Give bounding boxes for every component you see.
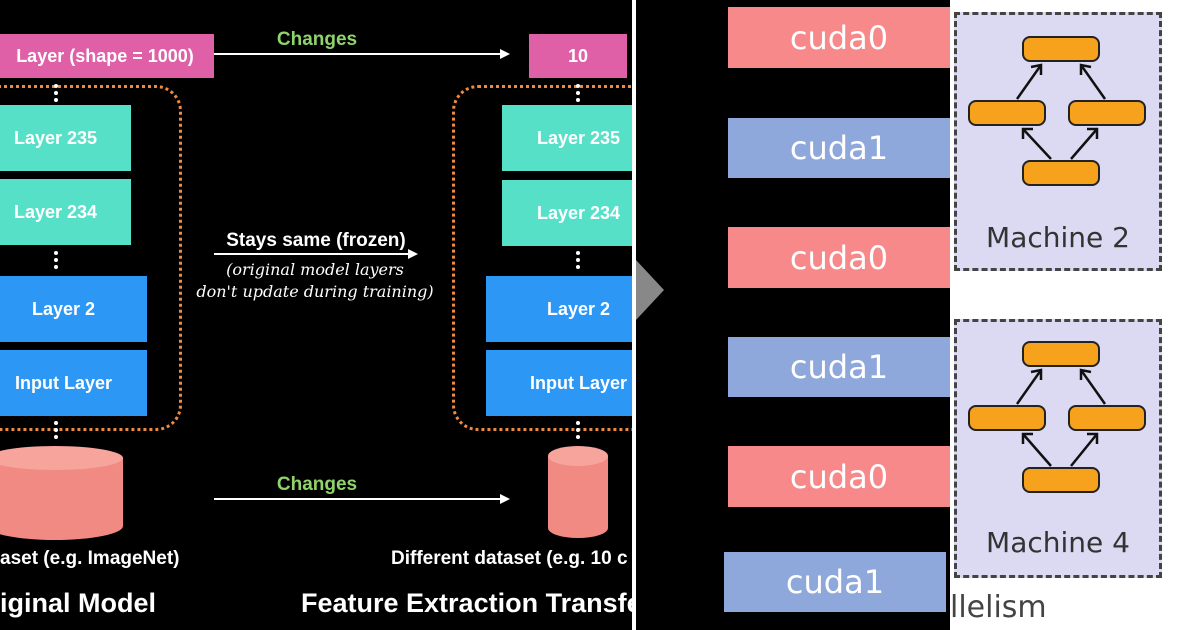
middle-arrow [214,249,418,259]
cuda-block: cuda0 [728,7,950,68]
ellipsis-icon [54,421,58,442]
ellipsis-icon [54,84,58,105]
original-layer-234: Layer 234 [0,179,131,245]
node-graph-icon [968,341,1146,493]
top-changes-label: Changes [276,29,358,50]
transfer-input-layer: Input Layer [486,350,632,416]
machine-box: Machine 2 [954,12,1162,271]
machine-label: Machine 4 [986,526,1130,559]
original-output-layer: Layer (shape = 1000) [0,34,214,78]
original-model-title: iginal Model [0,588,157,618]
original-input-layer: Input Layer [0,350,147,416]
cuda-block: cuda1 [724,552,946,612]
ellipsis-icon [576,421,580,442]
imagenet-dataset-icon [0,446,123,540]
original-layer-235: Layer 235 [0,105,131,171]
ellipsis-icon [54,251,58,272]
play-arrow-icon [636,260,664,320]
cuda-block: cuda0 [728,227,950,288]
node-graph-icon [968,36,1146,186]
frozen-note-line1: (original model layers [226,260,404,279]
cuda-block: cuda0 [728,446,950,507]
machine-box: Machine 4 [954,319,1162,578]
panel-divider [632,0,636,630]
parallelism-caption: llelism [950,590,1047,625]
ellipsis-icon [576,251,580,272]
transfer-learning-panel: Changes Stays same (frozen) (original mo… [0,29,632,618]
cuda-block: cuda1 [728,118,950,178]
transfer-layer-2: Layer 2 [486,276,632,342]
machine-label: Machine 2 [986,221,1130,254]
device-panel: cuda0 cuda1 cuda0 cuda1 cuda0 cuda1 [636,0,950,630]
original-dataset-caption: aset (e.g. ImageNet) [0,548,180,569]
transfer-layer-235: Layer 235 [502,105,632,171]
transfer-output-layer: 10 [529,34,627,78]
machines-panel: Machine 2 Machine 4 llelism [950,0,1200,630]
transfer-model-frame [452,85,632,431]
transfer-layer-234: Layer 234 [502,180,632,246]
top-arrow [214,49,510,59]
ellipsis-icon [576,84,580,105]
original-model-frame [0,85,182,431]
small-dataset-icon [548,446,608,538]
cuda-block: cuda1 [728,337,950,397]
frozen-label: Stays same (frozen) [226,230,406,251]
bottom-arrow [214,494,510,504]
transfer-dataset-caption: Different dataset (e.g. 10 c [391,548,628,569]
transfer-model-title: Feature Extraction Transfe [301,588,632,618]
bottom-changes-label: Changes [276,474,358,495]
original-layer-2: Layer 2 [0,276,147,342]
frozen-note-line2: don't update during training) [196,282,434,301]
